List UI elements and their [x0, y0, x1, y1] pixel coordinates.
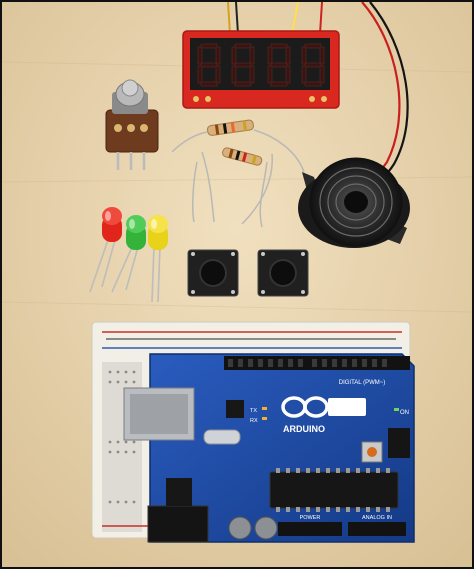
dc-jack	[147, 505, 209, 543]
resistors	[171, 119, 305, 228]
push-button-right	[257, 249, 309, 297]
piezo-buzzer	[298, 157, 410, 248]
crystal	[203, 429, 241, 445]
digital-pwm-label: DIGITAL (PWM~)	[339, 380, 386, 386]
display-wires	[227, 2, 323, 35]
on-led-label: ON	[400, 410, 409, 416]
yellow-led	[148, 215, 168, 250]
arduino-brand-label: ARDUINO	[283, 424, 325, 434]
arduino-logo	[281, 396, 329, 418]
power-header	[278, 522, 342, 536]
power-label: POWER	[300, 515, 321, 521]
atmega-chip	[269, 471, 399, 509]
green-led	[126, 215, 146, 250]
potentiometer	[105, 79, 159, 170]
tx-label: TX	[250, 408, 257, 414]
rx-label: RX	[250, 418, 258, 424]
capacitor	[228, 516, 252, 540]
push-button-left	[187, 249, 239, 297]
uno-model-label: UNO	[333, 400, 362, 415]
analog-header	[348, 522, 406, 536]
leds	[89, 207, 168, 303]
red-led	[102, 207, 122, 242]
seven-segment-display	[182, 30, 340, 109]
arduino-uno-board: UNO ARDUINO DIGITAL (PWM~) POWER ANALOG …	[123, 353, 415, 543]
analog-in-label: ANALOG IN	[362, 515, 392, 521]
